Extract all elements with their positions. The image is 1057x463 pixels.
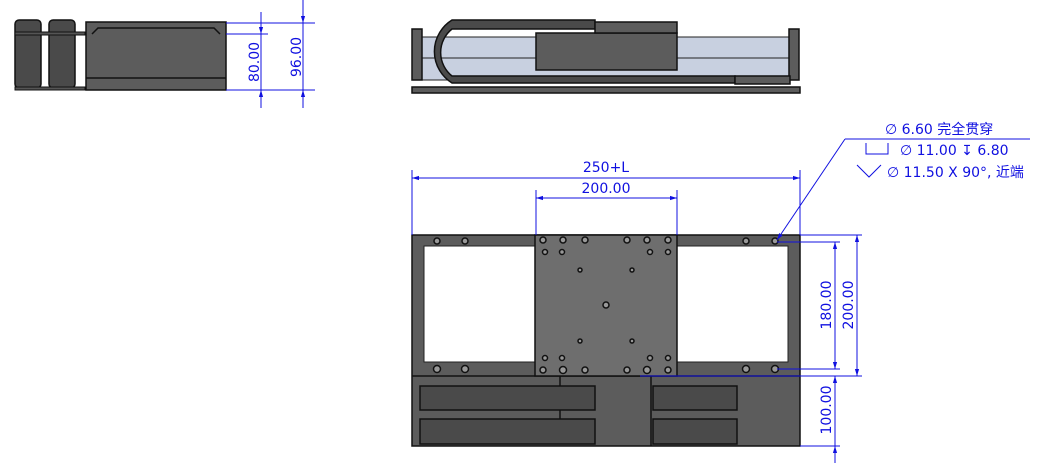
chain-rail — [14, 86, 86, 91]
front-view — [411, 19, 801, 94]
window-left — [423, 245, 536, 363]
mounting-holes — [432, 236, 780, 375]
dim-carriage-width: 200.00 — [582, 181, 631, 197]
dim-width: 200.00 — [841, 281, 857, 330]
counterbore-symbol — [865, 143, 889, 155]
window-right — [676, 245, 789, 363]
chain-bracket — [734, 75, 791, 85]
dim-96: 96.00 — [289, 37, 305, 77]
end-block-right — [788, 28, 800, 81]
dim-80: 80.00 — [247, 42, 263, 82]
top-view: 250+L 200.00 180.00 200.00 100.00 ∅ 6.60… — [411, 121, 1030, 463]
hole-callout-line2: ∅ 11.00 ↧ 6.80 — [900, 143, 1009, 159]
cable-chain — [419, 418, 596, 445]
carriage — [535, 32, 678, 71]
hole-callout-line1: ∅ 6.60 完全贯穿 — [885, 121, 993, 138]
cable-chain-end — [48, 19, 76, 89]
base-plate — [411, 86, 801, 94]
cable-chain — [652, 418, 738, 445]
cable-chain — [652, 385, 738, 411]
dim-total-length: 250+L — [583, 160, 629, 176]
actuator-body — [85, 21, 227, 91]
countersink-symbol — [856, 164, 882, 178]
dim-cable-area: 100.00 — [819, 386, 835, 435]
end-block-left — [411, 28, 423, 81]
dimension-lines — [226, 0, 315, 108]
cable-chain — [419, 385, 596, 411]
side-view: 80.00 96.00 — [14, 0, 315, 108]
chain-rail — [14, 31, 86, 36]
dim-hole-spacing: 180.00 — [819, 281, 835, 330]
carriage-top — [594, 21, 678, 34]
dimension-lines — [411, 138, 1030, 463]
hole-callout-line3: ∅ 11.50 X 90°, 近端 — [887, 165, 1024, 181]
cable-chain-end — [14, 19, 42, 89]
